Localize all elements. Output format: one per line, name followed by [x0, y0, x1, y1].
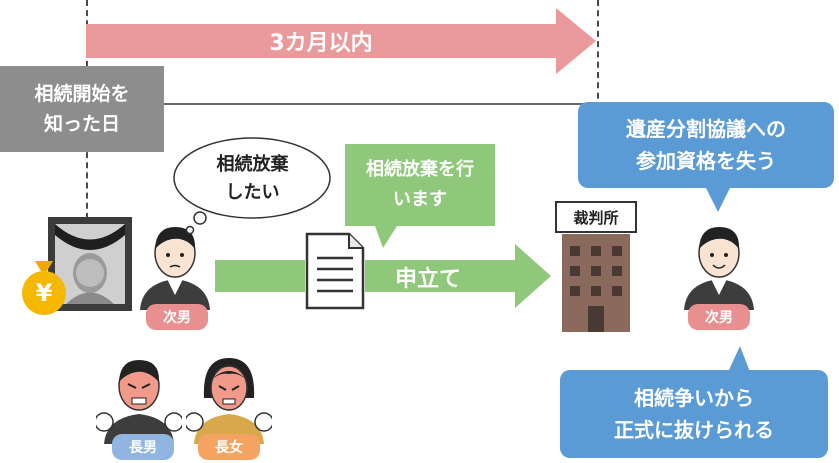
apply-label: 申立て: [394, 267, 461, 292]
thought-line2: したい: [225, 182, 280, 203]
deadline-dashed-line: [597, 0, 599, 150]
escape-text: 相続争いから 正式に抜けられる: [560, 370, 828, 458]
lose-rights-callout: [578, 102, 834, 212]
court-building-icon: [555, 201, 637, 332]
document-icon: [305, 232, 365, 310]
lose-rights-text: 遺産分割協議への 参加資格を失う: [578, 102, 834, 188]
money-symbol: ¥: [35, 279, 53, 307]
second-son-left-figure: [140, 227, 210, 310]
filing-note-text: 相続放棄を行 います: [345, 144, 495, 226]
filing-note-line2: います: [393, 189, 447, 210]
thought-line1: 相続放棄: [216, 154, 289, 175]
second-son-left-tag: 次男: [146, 304, 208, 330]
timeline-line: [86, 103, 606, 105]
filing-note-callout: [345, 144, 495, 248]
period-label: 3カ月以内: [269, 31, 373, 56]
start-date-line1: 相続開始を: [34, 83, 130, 105]
thought-bubble-text: 相続放棄 したい: [180, 144, 325, 214]
court-sign: 裁判所: [573, 208, 619, 227]
escape-line1: 相続争いから: [634, 386, 754, 410]
second-son-right-figure: [684, 227, 754, 310]
start-date-line2: 知った日: [43, 113, 120, 135]
escape-callout: [560, 346, 828, 458]
eldest-daughter-figure: [186, 358, 272, 444]
start-date-box: 相続開始を 知った日: [0, 66, 164, 152]
lose-rights-line1: 遺産分割協議への: [626, 117, 786, 141]
eldest-son-figure: [96, 360, 182, 444]
lose-rights-line2: 参加資格を失う: [636, 149, 776, 173]
apply-arrow: [215, 244, 551, 308]
thought-bubble: [173, 137, 331, 234]
filing-note-line1: 相続放棄を行: [366, 159, 474, 180]
money-bag-icon: [22, 261, 66, 315]
second-son-right-tag: 次男: [688, 304, 750, 330]
eldest-son-tag: 長男: [112, 434, 174, 460]
eldest-daughter-tag: 長女: [198, 434, 260, 460]
escape-line2: 正式に抜けられる: [614, 418, 774, 442]
period-arrow: [86, 8, 596, 74]
